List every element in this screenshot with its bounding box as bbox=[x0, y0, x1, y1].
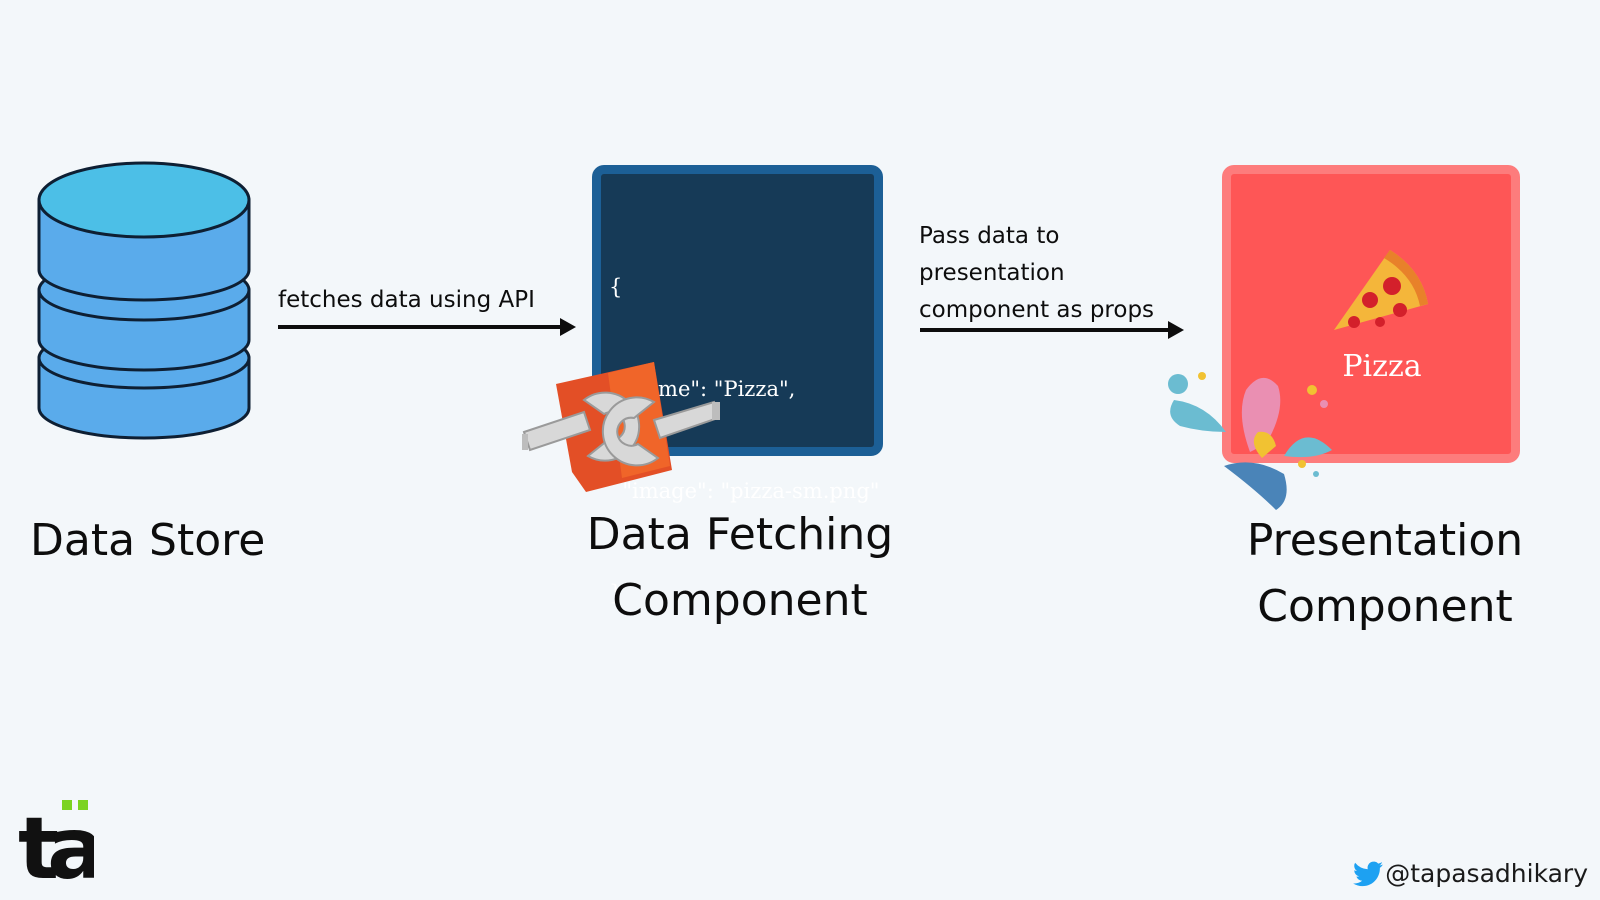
ta-logo-icon: ta bbox=[18, 800, 94, 884]
pass-edge-label: Pass data to presentation component as p… bbox=[919, 218, 1154, 329]
paint-splash-icon bbox=[1168, 372, 1332, 510]
pass-edge-label-line: Pass data to bbox=[919, 223, 1060, 249]
wrench-icon bbox=[522, 362, 720, 492]
fetch-edge-label: fetches data using API bbox=[278, 287, 535, 313]
fetch-arrow bbox=[278, 318, 576, 336]
data-store-label: Data Store bbox=[30, 515, 266, 566]
code-line: "image": "pizza-sm.png" bbox=[609, 479, 880, 503]
data-fetching-label-line2: Component bbox=[612, 575, 868, 626]
pass-edge-label-line: presentation bbox=[919, 260, 1065, 286]
code-line: { bbox=[609, 275, 623, 299]
twitter-handle[interactable]: @tapasadhikary bbox=[1353, 859, 1588, 888]
database-icon bbox=[37, 161, 251, 440]
pizza-slice-icon bbox=[1334, 250, 1428, 330]
pass-arrow bbox=[920, 321, 1184, 339]
pass-edge-label-line: component as props bbox=[919, 297, 1155, 323]
presentation-label: Presentation Component bbox=[1205, 508, 1565, 640]
code-line: } bbox=[609, 581, 623, 605]
pizza-label: Pizza bbox=[1342, 349, 1422, 384]
data-fetching-label-line1: Data Fetching bbox=[586, 509, 894, 560]
svg-text:ta: ta bbox=[18, 800, 94, 884]
data-fetching-label: Data Fetching Component bbox=[560, 502, 920, 634]
presentation-label-line2: Component bbox=[1257, 581, 1513, 632]
twitter-bird-icon bbox=[1353, 861, 1384, 886]
presentation-label-line1: Presentation bbox=[1246, 515, 1524, 566]
twitter-handle-text: @tapasadhikary bbox=[1385, 859, 1588, 888]
